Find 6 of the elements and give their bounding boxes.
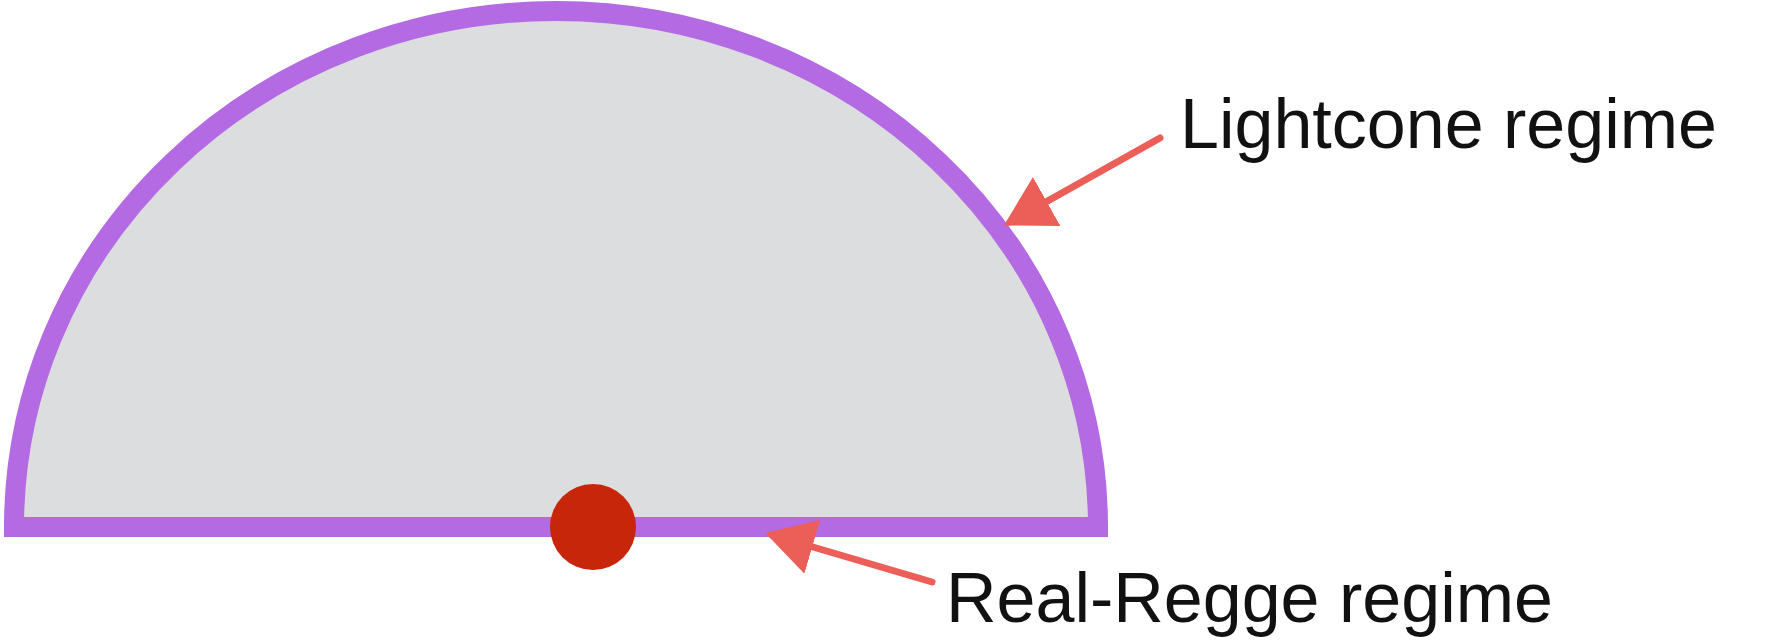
regime-label: Lightcone regime [1180,86,1717,163]
dot-marker [550,484,636,570]
regime-label: Real-Regge regime [946,560,1553,637]
leader-arrow [1003,134,1164,226]
semicircle-shape [4,0,1108,540]
leader-arrow [765,519,936,586]
